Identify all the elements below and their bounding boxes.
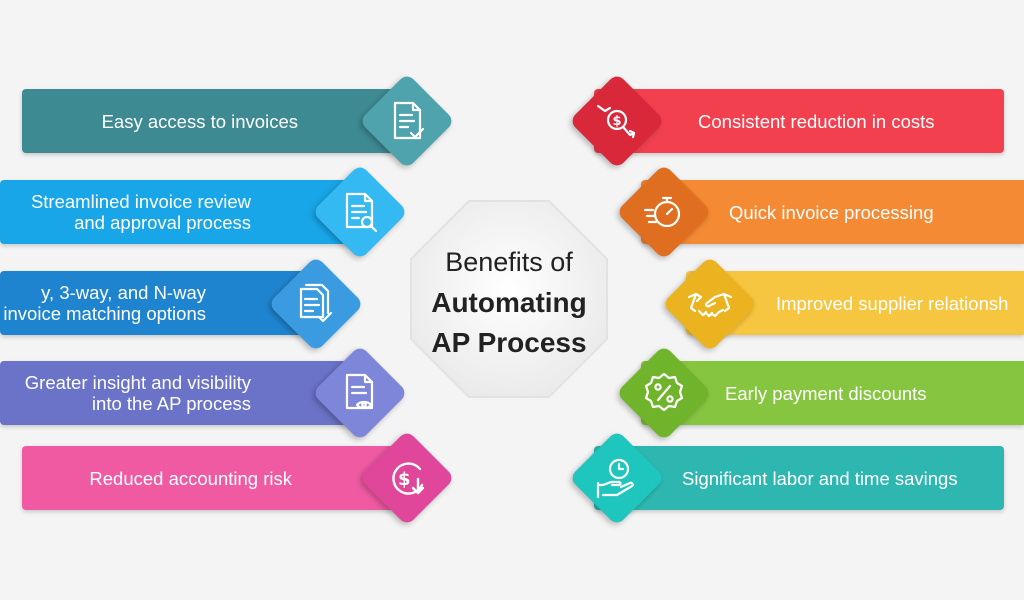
- benefit-label: Streamlined invoice review and approval …: [30, 191, 251, 233]
- left-bar-3: y, 3-way, and N-way invoice matching opt…: [0, 271, 318, 335]
- title-line-1: Benefits of: [445, 247, 573, 277]
- dollar-down-icon: $: [384, 455, 430, 501]
- dollar-trend-down-icon: $: [594, 98, 640, 144]
- right-bar-5: Significant labor and time savings: [594, 446, 1004, 510]
- left-bar-4: Greater insight and visibility into the …: [0, 361, 363, 425]
- benefit-label: Quick invoice processing: [729, 201, 934, 223]
- document-eye-icon: [337, 370, 383, 416]
- benefit-label: Significant labor and time savings: [682, 467, 958, 489]
- title-line-3: AP Process: [431, 327, 587, 358]
- invoice-search-icon: [337, 189, 383, 235]
- benefit-label: Improved supplier relationsh: [776, 292, 1009, 314]
- documents-check-icon: [293, 281, 339, 327]
- octagon-shape: [410, 200, 608, 398]
- svg-text:$: $: [398, 469, 411, 490]
- percent-badge-icon: [641, 370, 687, 416]
- benefit-label: Reduced accounting risk: [89, 467, 292, 489]
- right-bar-1: Consistent reduction in costs: [594, 89, 1004, 153]
- center-title-octagon: Benefits of Automating AP Process: [405, 195, 613, 403]
- handshake-icon: [687, 281, 733, 327]
- fast-timer-icon: [641, 189, 687, 235]
- invoice-check-icon: [384, 98, 430, 144]
- benefit-label: Greater insight and visibility into the …: [24, 372, 251, 414]
- hand-clock-icon: [594, 455, 640, 501]
- left-bar-1: Easy access to invoices: [22, 89, 410, 153]
- benefit-label: Easy access to invoices: [101, 110, 298, 132]
- benefit-label: y, 3-way, and N-way invoice matching opt…: [3, 282, 206, 324]
- benefit-label: Consistent reduction in costs: [698, 110, 935, 132]
- benefit-label: Early payment discounts: [725, 382, 927, 404]
- title-line-2: Automating: [431, 287, 587, 318]
- svg-text:$: $: [613, 114, 622, 129]
- left-bar-2: Streamlined invoice review and approval …: [0, 180, 363, 244]
- left-bar-5: Reduced accounting risk: [22, 446, 410, 510]
